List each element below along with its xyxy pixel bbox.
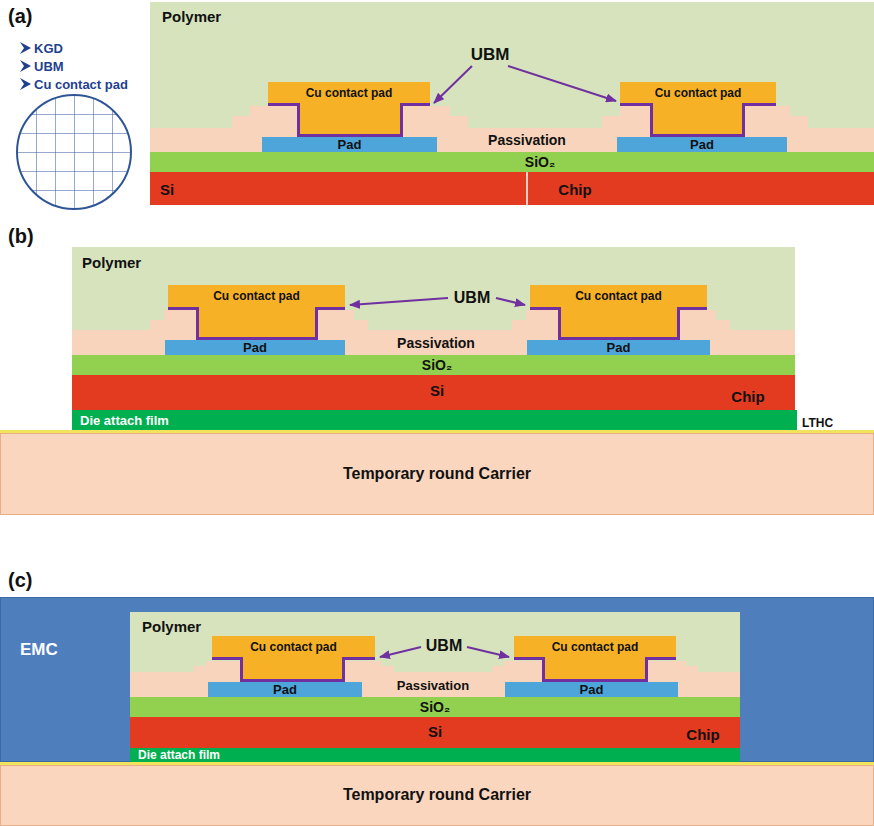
layer-label: Die attach film (80, 413, 169, 428)
layer-label: Cu contact pad (655, 86, 742, 100)
layer-label: SiO₂ (422, 357, 452, 373)
passivation-layer: Passivation Pad Pad (72, 309, 795, 355)
layer-label: Chip (558, 181, 591, 198)
die-attach-film: Die attach film (130, 748, 740, 762)
layer-label: Cu contact pad (575, 289, 662, 303)
leader-arrow (496, 298, 525, 305)
layer-label: Cu contact pad (552, 640, 639, 654)
bullet-item: KGD (34, 41, 63, 56)
layer-label: Chip (731, 388, 764, 405)
layer-label: Passivation (397, 335, 475, 351)
lthc-layer (0, 762, 874, 765)
passivation-fill (72, 310, 795, 355)
layer-label: Pad (607, 340, 631, 355)
bullet-item: UBM (34, 59, 64, 74)
wafer-symbol (17, 95, 131, 209)
wafer-disc (17, 95, 131, 209)
layer-label: Die attach film (138, 748, 220, 762)
silicon-chip: Si Chip (150, 172, 874, 205)
layer-label: Polymer (142, 618, 201, 635)
sio2-layer: SiO₂ (72, 355, 795, 375)
passivation-fill (130, 661, 740, 697)
layer-label: Temporary round Carrier (343, 786, 531, 804)
leader-arrow (434, 66, 472, 103)
bullet-item: Cu contact pad (34, 77, 128, 92)
bond-pad: Pad (208, 682, 362, 697)
layer-label: Polymer (82, 254, 141, 271)
layer-label: Si (160, 181, 174, 198)
wafer-grid (17, 95, 131, 209)
bullet-arrow (20, 60, 31, 72)
lthc-layer (0, 430, 874, 433)
layer-label: LTHC (802, 416, 833, 430)
callout-label: UBM (454, 289, 490, 307)
layer-label: Si (430, 382, 444, 399)
layer-label: SiO₂ (420, 699, 450, 715)
layer-label: Si (428, 723, 442, 740)
layer-label: Cu contact pad (306, 86, 393, 100)
bond-pad: Pad (527, 340, 710, 355)
panel-label: (b) (8, 225, 34, 248)
emc-mold: EMC Polymer Cu contact pad Cu contact padPa… (0, 597, 874, 762)
layer-label: Pad (273, 682, 297, 697)
saw-line (526, 172, 528, 205)
bond-pad: Pad (262, 137, 437, 152)
panel-label: (a) (8, 5, 32, 28)
leader-arrow (350, 298, 448, 305)
ubm-leaders (350, 66, 616, 657)
callout-label: UBM (471, 45, 510, 65)
layer-label: Passivation (488, 132, 566, 148)
temporary-carrier: Temporary round Carrier (0, 433, 874, 515)
panel-label: (c) (8, 569, 32, 592)
layer-label: Cu contact pad (213, 289, 300, 303)
layer-label: Pad (690, 137, 714, 152)
layer-label: Temporary round Carrier (343, 465, 531, 483)
callout-label: UBM (426, 637, 462, 655)
bullet-arrow (20, 78, 31, 90)
layer-label: Cu contact pad (250, 640, 337, 654)
layer-label: Passivation (397, 678, 469, 693)
bond-pad: Pad (165, 340, 345, 355)
layer-label: Chip (686, 726, 719, 743)
layer-label: Pad (580, 682, 604, 697)
layer-label: EMC (20, 640, 58, 660)
temporary-carrier: Temporary round Carrier (0, 765, 874, 826)
leader-arrow (467, 647, 509, 657)
layer-label: Polymer (162, 8, 221, 25)
layer-label: Pad (243, 340, 267, 355)
bullet-markers (20, 42, 31, 90)
wafer-outline (17, 95, 131, 209)
passivation-layer: Passivation Pad Pad (150, 105, 874, 152)
silicon-chip: Si Chip (130, 717, 740, 748)
passivation-layer: Passivation Pad Pad (130, 660, 740, 697)
bullet-arrow (20, 42, 31, 54)
sio2-layer: SiO₂ (150, 152, 874, 172)
die-attach-film: Die attach film (72, 410, 797, 430)
bond-pad: Pad (617, 137, 787, 152)
silicon-chip: Si Chip (72, 375, 795, 410)
layer-label: SiO₂ (525, 154, 555, 170)
leader-arrow (380, 647, 421, 657)
leader-arrow (508, 66, 616, 101)
layer-label: Pad (338, 137, 362, 152)
bond-pad: Pad (505, 682, 678, 697)
sio2-layer: SiO₂ (130, 697, 740, 717)
passivation-fill (150, 106, 874, 152)
